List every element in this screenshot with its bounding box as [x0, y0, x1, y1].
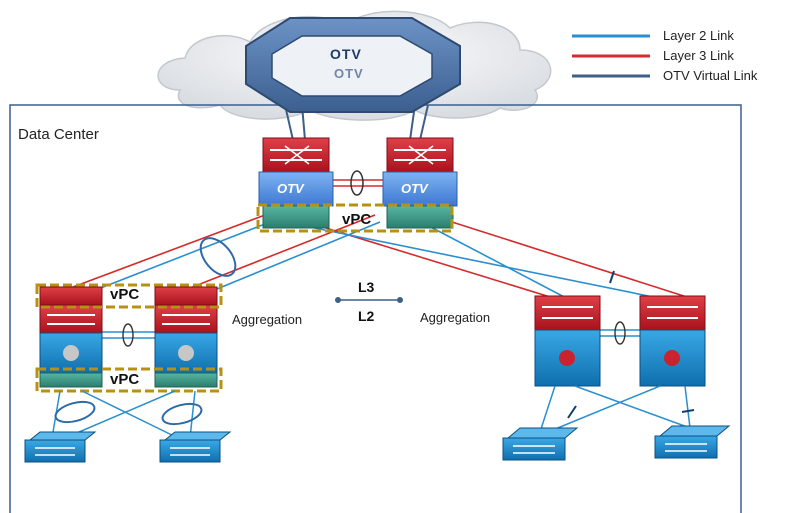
- l3-l2-boundary: [335, 297, 403, 303]
- legend: [572, 34, 650, 78]
- left-vpc-bottom-label: vPC: [110, 371, 140, 388]
- right-aggregation-switch-b: [639, 295, 706, 387]
- otv-ring-label: OTV: [330, 46, 362, 62]
- port-channel-oval: [161, 402, 203, 426]
- core-switch-right: [382, 137, 458, 229]
- left-vpc-top-box: [35, 283, 223, 309]
- otv-ring: [245, 17, 461, 113]
- link-tick: [681, 409, 695, 413]
- link-tick: [567, 405, 577, 419]
- boundary-l2-label: L2: [358, 308, 375, 324]
- right-aggregation-peer-link: [600, 321, 640, 345]
- left-vpc-bottom-box: [35, 367, 223, 393]
- port-channel-oval: [54, 400, 96, 424]
- core-vpc-box: [256, 203, 454, 233]
- port-channel-oval: [199, 237, 237, 277]
- left-aggregation-switch-a: [39, 286, 103, 388]
- access-switch-left-2: [159, 431, 232, 463]
- datacenter-title: Data Center: [18, 126, 99, 143]
- core-otv-right-label: OTV: [401, 181, 428, 196]
- left-aggregation-label: Aggregation: [232, 312, 303, 327]
- legend-label-l2: Layer 2 Link: [663, 28, 734, 43]
- core-peer-link: [330, 170, 385, 196]
- core-switch-left: [258, 137, 334, 229]
- right-aggregation-switch-a: [534, 295, 601, 387]
- right-access-links: [539, 385, 691, 433]
- left-vpc-top-label: vPC: [110, 286, 140, 303]
- left-aggregation-switch-b: [154, 286, 218, 388]
- access-switch-left-1: [24, 431, 97, 463]
- access-switch-right-1: [502, 427, 579, 461]
- link-tick: [609, 270, 615, 284]
- legend-label-l3: Layer 3 Link: [663, 48, 734, 63]
- legend-label-otv: OTV Virtual Link: [663, 68, 758, 83]
- right-aggregation-label: Aggregation: [420, 310, 491, 325]
- left-access-links: [51, 390, 196, 439]
- datacenter-frame: [9, 104, 742, 513]
- otv-ring-reflection: OTV: [334, 66, 364, 81]
- core-vpc-label: vPC: [342, 211, 372, 228]
- access-switch-right-2: [654, 425, 731, 459]
- boundary-l3-label: L3: [358, 279, 375, 295]
- left-aggregation-peer-link: [102, 323, 155, 347]
- core-otv-left-label: OTV: [277, 181, 304, 196]
